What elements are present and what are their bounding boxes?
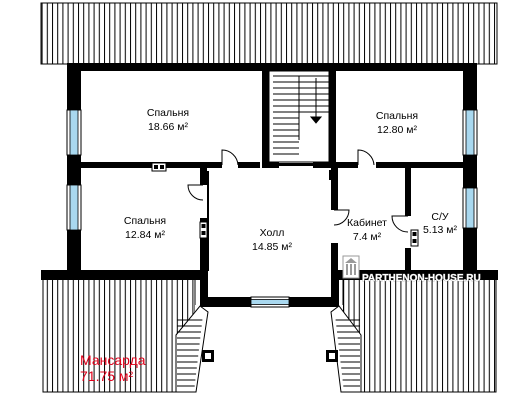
room-hall: Холл 14.85 м² xyxy=(252,227,292,253)
watermark-text: PARTHENON-HOUSE.RU xyxy=(362,273,481,284)
staircase xyxy=(268,70,330,163)
window-left-bottom xyxy=(66,184,82,231)
floor-area: 71.75 м² xyxy=(80,368,134,384)
outside-stairs-left xyxy=(175,305,209,393)
room-name: Холл xyxy=(260,227,285,239)
room-bedroom-2: Спальня 12.80 м² xyxy=(376,110,418,136)
interior-walls xyxy=(67,63,477,278)
room-area: 7.4 м² xyxy=(353,231,382,243)
room-name: Спальня xyxy=(147,107,189,119)
room-area: 18.66 м² xyxy=(148,121,188,133)
room-bathroom: С/У 5.13 м² xyxy=(423,211,458,236)
roof-bottom-left xyxy=(42,278,196,393)
stair-landing-edge xyxy=(279,163,313,166)
room-area: 14.85 м² xyxy=(252,241,292,253)
room-name: Спальня xyxy=(376,110,418,122)
room-study: Кабинет 7.4 м² xyxy=(347,217,387,243)
room-bedroom-3: Спальня 12.84 м² xyxy=(124,215,166,241)
window-right-bottom xyxy=(462,187,478,229)
doors xyxy=(187,149,409,233)
room-area: 12.84 м² xyxy=(125,229,165,241)
room-name: Спальня xyxy=(124,215,166,227)
roof-top xyxy=(40,2,498,65)
room-name: Кабинет xyxy=(347,217,387,229)
floor-name: Мансарда xyxy=(80,352,146,368)
room-area: 12.80 м² xyxy=(377,124,417,136)
window-right-top xyxy=(462,109,478,156)
room-area: 5.13 м² xyxy=(423,224,458,236)
window-bottom xyxy=(250,296,290,308)
post xyxy=(329,170,337,180)
watermark: PARTHENON-HOUSE.RU xyxy=(342,255,481,284)
temple-icon xyxy=(345,258,357,275)
vents xyxy=(151,162,419,247)
porch-posts xyxy=(202,350,338,362)
room-bedroom-1: Спальня 18.66 м² xyxy=(147,107,189,133)
floor-title: Мансарда 71.75 м² xyxy=(80,352,146,384)
window-left-top xyxy=(66,109,82,156)
roof-bottom-right xyxy=(342,278,497,393)
room-name: С/У xyxy=(431,211,449,223)
